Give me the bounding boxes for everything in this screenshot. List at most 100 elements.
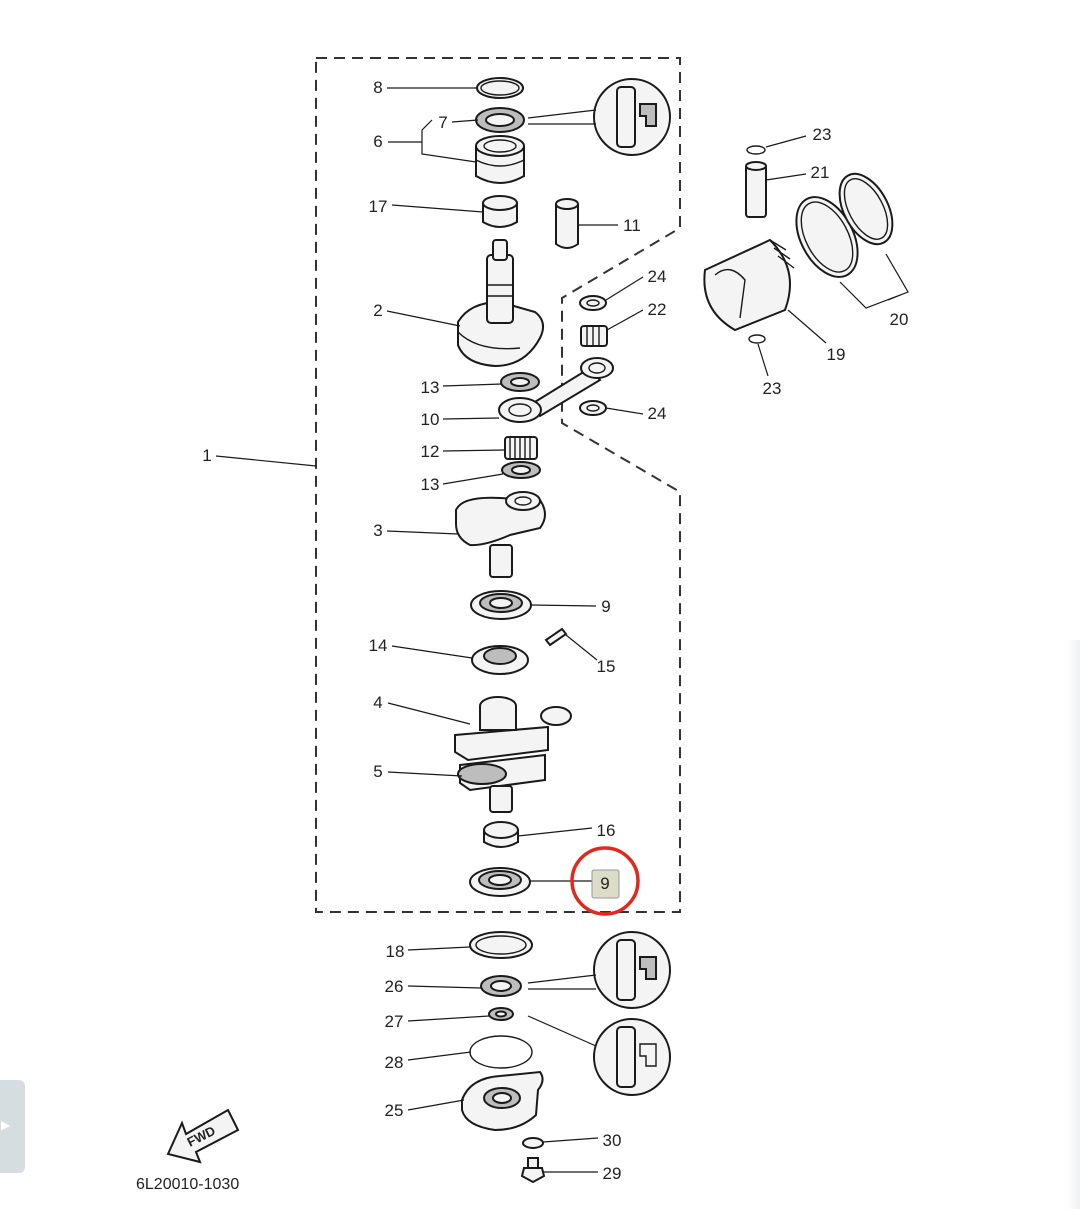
leader-line-c21 (765, 173, 807, 181)
leader-line-c6 (388, 119, 477, 163)
highlight-ring (570, 846, 640, 916)
leader-line-c18 (407, 946, 471, 951)
leader-line-c20 (839, 253, 909, 309)
part-pin-15 (544, 627, 568, 647)
catalog-code: 6L20010-1030 (136, 1176, 239, 1193)
part-seal-14 (471, 645, 529, 675)
part-o-ring-8 (476, 77, 524, 99)
fwd-arrow-icon: FWD (166, 1108, 240, 1164)
callout-c15[interactable]: 15 (597, 657, 616, 676)
callout-c18[interactable]: 18 (386, 942, 405, 961)
part-oil-seal-7 (475, 107, 525, 133)
callout-c9b[interactable]: 9 (600, 874, 609, 893)
callout-c4[interactable]: 4 (373, 693, 382, 712)
callout-labels: 1234567891011121313141516171819202122232… (202, 78, 908, 1183)
part-piston-ring-20-front (795, 196, 859, 278)
leader-line-c1 (215, 455, 317, 467)
callout-c13b[interactable]: 13 (421, 475, 440, 494)
part-clip-23-upper (746, 145, 766, 155)
callout-c2[interactable]: 2 (373, 301, 382, 320)
leader-line-c9a (530, 604, 597, 607)
callout-c14[interactable]: 14 (369, 636, 388, 655)
part-washer-24-upper (579, 295, 607, 311)
callout-c26[interactable]: 26 (385, 977, 404, 996)
leader-line-c17 (391, 204, 484, 213)
leader-line-c2 (386, 310, 461, 327)
part-ball-bearing-9-lower (469, 867, 531, 897)
part-needle-bearing-12 (504, 436, 538, 460)
callout-c6[interactable]: 6 (373, 132, 382, 151)
callout-c24b[interactable]: 24 (648, 404, 667, 423)
callout-c24a[interactable]: 24 (648, 267, 667, 286)
callout-c25[interactable]: 25 (385, 1101, 404, 1120)
leader-line-c4 (387, 702, 471, 725)
part-clip-23-lower (748, 334, 766, 344)
part-washer-13-lower (501, 461, 541, 479)
callout-c30[interactable]: 30 (603, 1131, 622, 1150)
part-bolt-29 (520, 1157, 546, 1184)
callout-c23b[interactable]: 23 (763, 379, 782, 398)
callout-c27[interactable]: 27 (385, 1012, 404, 1031)
part-needle-bearing-22 (580, 325, 608, 347)
callout-c16[interactable]: 16 (597, 821, 616, 840)
leader-line-c12 (442, 449, 506, 452)
lubricant-inset-middle (527, 931, 671, 1009)
lubricant-inset-lower (527, 1015, 671, 1096)
callout-c8[interactable]: 8 (373, 78, 382, 97)
leader-line-c10 (442, 417, 500, 420)
callout-c12[interactable]: 12 (421, 442, 440, 461)
assembly-boundary (315, 57, 681, 913)
leader-line-c30 (542, 1137, 599, 1143)
callout-c7[interactable]: 7 (438, 113, 447, 132)
leader-line-c14 (391, 645, 473, 659)
highlight-box (591, 869, 620, 899)
leader-line-c24a (605, 276, 644, 301)
part-bushing-17 (482, 195, 518, 228)
leader-line-c19 (787, 309, 827, 344)
part-housing-6 (475, 135, 525, 184)
viewer-edge-shadow (1067, 640, 1080, 1209)
leader-line-c23b (757, 343, 769, 377)
leader-line-c25 (407, 1099, 465, 1111)
callout-c13a[interactable]: 13 (421, 378, 440, 397)
part-piston-ring-20-rear (838, 172, 894, 246)
part-crankshaft-upper-2 (457, 239, 545, 368)
callout-c1[interactable]: 1 (202, 446, 211, 465)
callout-c28[interactable]: 28 (385, 1053, 404, 1072)
leader-line-c23a (765, 135, 807, 148)
leader-line-c15 (565, 634, 598, 661)
part-bushing-16 (483, 821, 519, 848)
callout-c21[interactable]: 21 (811, 163, 830, 182)
callout-c29[interactable]: 29 (603, 1164, 622, 1183)
part-crank-pin-11 (555, 198, 579, 249)
callout-c19[interactable]: 19 (827, 345, 846, 364)
callout-c3[interactable]: 3 (373, 521, 382, 540)
callout-c17[interactable]: 17 (369, 197, 388, 216)
leader-line-c27 (407, 1015, 490, 1022)
side-panel-tab[interactable]: ▶ (0, 1080, 25, 1173)
leader-line-c7 (451, 119, 479, 123)
leader-line-c22 (606, 309, 644, 331)
lubricant-inset-upper (527, 78, 671, 156)
leader-line-c13a (442, 383, 503, 387)
leader-line-c5 (387, 771, 463, 777)
leader-line-c24b (605, 407, 644, 415)
callout-c22[interactable]: 22 (648, 300, 667, 319)
callout-c10[interactable]: 10 (421, 410, 440, 429)
part-crank-web-3 (455, 491, 546, 578)
callout-c5[interactable]: 5 (373, 762, 382, 781)
leader-lines (215, 87, 909, 1173)
part-piston-19 (703, 238, 795, 332)
callout-c9a[interactable]: 9 (601, 597, 610, 616)
part-o-ring-28 (469, 1035, 533, 1069)
leader-line-c28 (407, 1051, 472, 1061)
callout-c11[interactable]: 11 (623, 216, 641, 235)
callout-c23a[interactable]: 23 (813, 125, 832, 144)
part-washer-24-lower (579, 400, 607, 416)
chevron-right-icon: ▶ (1, 1118, 11, 1132)
part-piston-pin-21 (745, 161, 767, 218)
part-ball-bearing-9-upper (470, 590, 532, 620)
callout-c20[interactable]: 20 (890, 310, 909, 329)
part-washer-30 (522, 1137, 544, 1149)
